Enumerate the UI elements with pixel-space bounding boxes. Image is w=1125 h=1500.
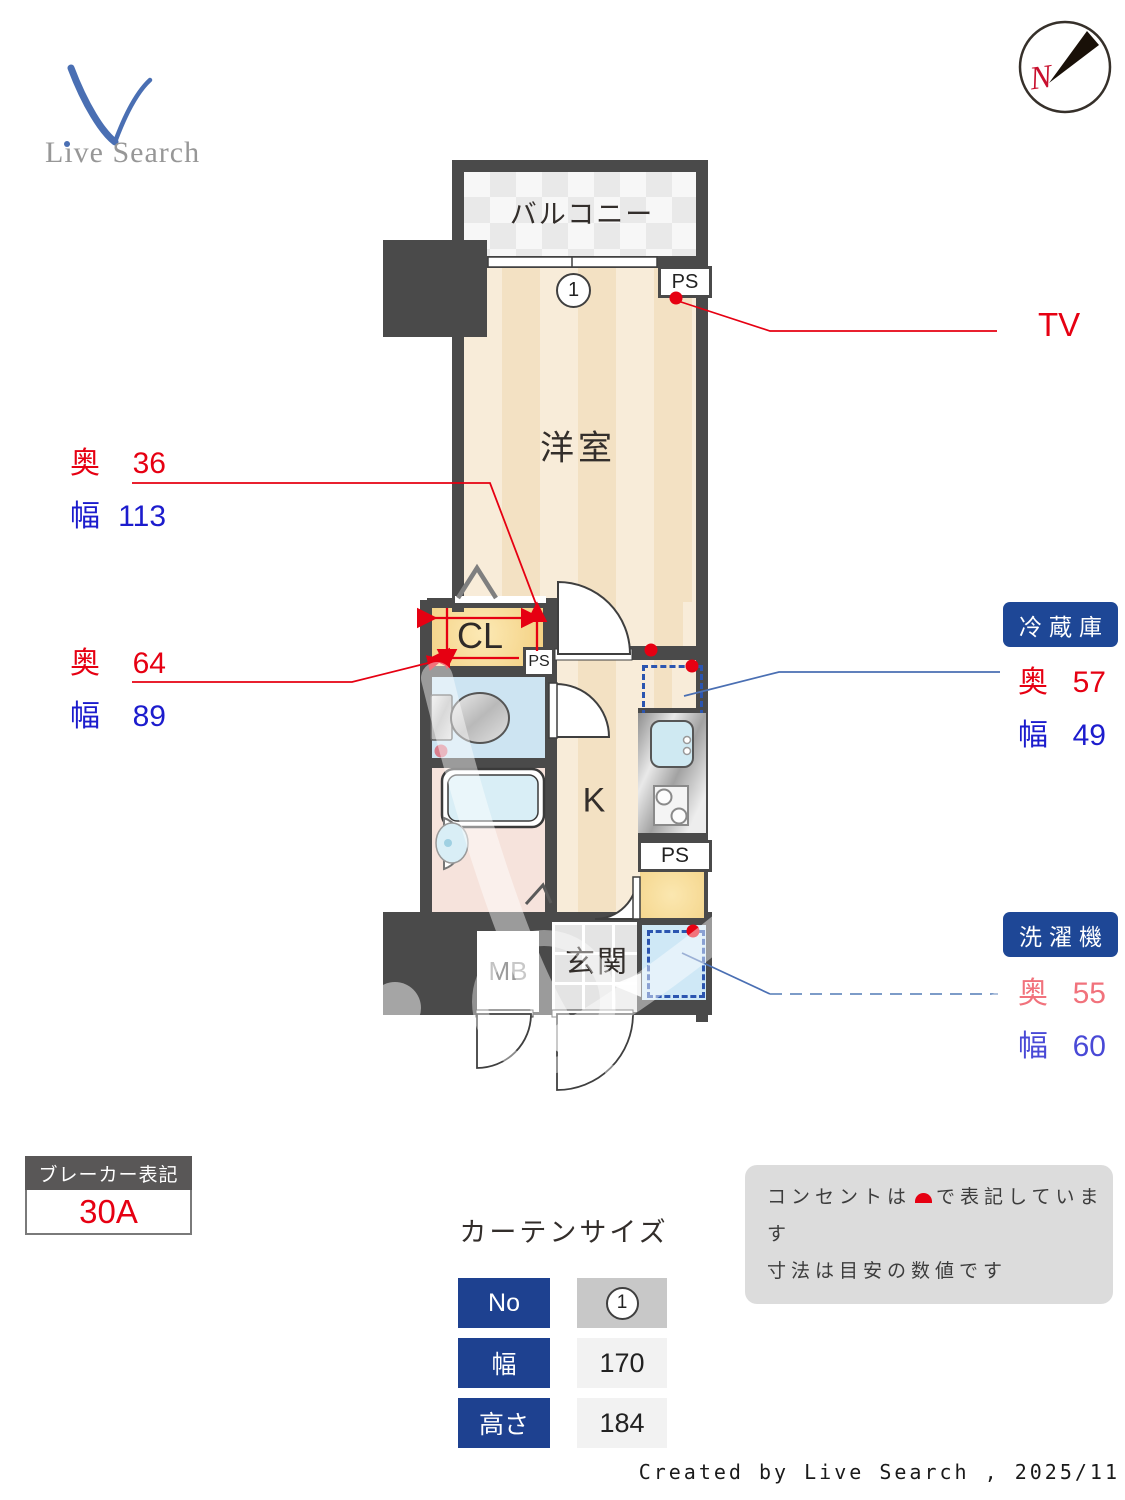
dim-width-row: 幅 49: [1018, 710, 1106, 754]
meter-box-label: MB: [488, 956, 528, 986]
tv-callout: TV: [1038, 306, 1081, 343]
ps-box-top: PS: [658, 266, 712, 298]
curtain-row-height-label: 高さ: [458, 1398, 550, 1448]
footer-credit: Created by Live Search , 2025/11: [638, 1460, 1120, 1484]
curtain-no-label-text: No: [488, 1288, 520, 1317]
wall-toilet-bottom: [420, 758, 557, 768]
notes-line1: コンセントはで表記しています: [767, 1179, 1113, 1253]
dim-width-row: 幅 89: [70, 691, 166, 735]
width-value: 89: [132, 700, 166, 733]
breaker-value: 30A: [79, 1192, 138, 1230]
curtain-height-value-text: 184: [599, 1407, 645, 1438]
ps-box-closet: PS: [523, 647, 555, 677]
dim-depth-row: 奥 57: [1018, 657, 1106, 701]
stove: [653, 785, 689, 826]
notes-line1-after: で表記しています: [767, 1187, 1104, 1245]
ps-label-kitchen: PS: [660, 844, 689, 867]
meter-box: MB: [475, 929, 541, 1014]
curtain-no-value-text: 1: [616, 1292, 628, 1313]
closet-upper-dimensions: 奥 36 幅 113: [70, 438, 166, 544]
toilet-room-floor: [430, 677, 548, 758]
wall-closet-bottom: [420, 668, 557, 677]
curtain-height-label-text: 高さ: [478, 1411, 529, 1439]
depth-value: 64: [132, 647, 166, 680]
curtain-title: カーテンサイズ: [459, 1217, 669, 1248]
breaker-header: ブレーカー表記: [25, 1156, 192, 1190]
dim-depth-row: 奥 36: [70, 438, 166, 482]
curtain-row-no-value: 1: [577, 1278, 667, 1328]
notes-line1-before: コンセントは: [767, 1187, 912, 1208]
curtain-row-height-value: 184: [577, 1398, 667, 1448]
fridge-badge: 冷蔵庫: [1003, 602, 1118, 647]
logo-i-dot: [64, 141, 70, 147]
kitchen-sink: [650, 720, 694, 768]
width-label: 幅: [70, 500, 100, 533]
width-value: 49: [1072, 719, 1106, 752]
main-room-floor-lower: [553, 602, 696, 650]
width-value: 113: [118, 500, 166, 533]
compass-icon: [1018, 20, 1112, 114]
entrance-label: 玄関: [565, 946, 629, 979]
washer-dimensions: 奥 55 幅 60: [1018, 968, 1106, 1074]
width-label: 幅: [1018, 719, 1048, 752]
main-room-label: 洋室: [540, 429, 616, 468]
breaker-title: ブレーカー表記: [38, 1164, 179, 1186]
curtain-row-no-label: No: [458, 1278, 550, 1328]
structure-block-upper-left: [383, 240, 487, 337]
bathroom-floor: [432, 766, 548, 915]
wall-top: [452, 160, 708, 172]
depth-value: 36: [132, 447, 166, 480]
ps-label-top: PS: [671, 270, 699, 293]
wall-counter-top: [638, 708, 708, 714]
dim-depth-row: 奥 64: [70, 638, 166, 682]
wall-room-kitchen-divider: [627, 646, 708, 660]
wall-left-upper: [452, 160, 464, 612]
water-heater-box: [640, 872, 704, 918]
depth-value: 55: [1072, 977, 1106, 1010]
balcony-label: バルコニー: [509, 199, 655, 230]
notes-line2: 寸法は目安の数値です: [767, 1261, 1008, 1282]
washer-badge: 洗濯機: [1003, 912, 1118, 957]
fridge-title: 冷蔵庫: [1019, 613, 1109, 640]
depth-label: 奥: [70, 647, 100, 680]
depth-label: 奥: [1018, 666, 1048, 699]
dim-width-row: 幅 60: [1018, 1021, 1106, 1065]
dim-depth-row: 奥 55: [1018, 968, 1106, 1012]
window-number-marker: 1: [556, 273, 591, 308]
kitchen-label: K: [582, 781, 606, 820]
live-search-logo-text: Live Search: [45, 136, 201, 169]
balcony-floor: [464, 171, 697, 258]
ps-label-closet: PS: [528, 653, 550, 670]
width-label: 幅: [70, 700, 100, 733]
width-label: 幅: [1018, 1030, 1048, 1063]
washer-space-outline: [647, 930, 705, 998]
live-search-logo-mark: [67, 64, 153, 146]
outlet-symbol: [915, 1193, 933, 1203]
depth-label: 奥: [70, 447, 100, 480]
closet-label: CL: [456, 615, 504, 656]
ps-box-kitchen: PS: [638, 840, 712, 872]
washer-title: 洗濯機: [1019, 923, 1109, 950]
notes-box: コンセントはで表記しています 寸法は目安の数値です: [745, 1165, 1113, 1304]
fridge-space-outline: [642, 665, 703, 716]
curtain-width-value-text: 170: [599, 1347, 645, 1378]
depth-label: 奥: [1018, 977, 1048, 1010]
curtain-row-width-label: 幅: [458, 1338, 550, 1388]
dim-width-row: 幅 113: [70, 491, 166, 535]
fridge-dimensions: 奥 57 幅 49: [1018, 657, 1106, 763]
genkan-floor: [552, 922, 637, 1012]
width-value: 60: [1072, 1030, 1106, 1063]
wall-closet-top: [427, 598, 557, 608]
curtain-width-label-text: 幅: [491, 1351, 517, 1379]
closet-lower-dimensions: 奥 64 幅 89: [70, 638, 166, 744]
depth-value: 57: [1072, 666, 1106, 699]
curtain-row-width-value: 170: [577, 1338, 667, 1388]
wall-counter-bottom: [638, 833, 708, 841]
breaker-value-box: 30A: [25, 1190, 192, 1235]
curtain-no-circle: 1: [605, 1286, 639, 1320]
window-number: 1: [567, 279, 580, 301]
